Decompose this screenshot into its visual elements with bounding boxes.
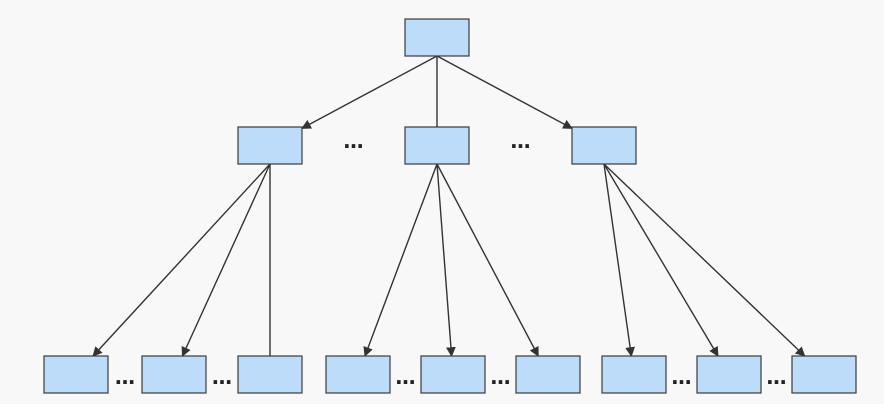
node-l2-a3 [237,355,303,394]
node-box [420,355,486,394]
node-l2-c2 [696,355,762,394]
node-box [696,355,762,394]
ellipsis-l1-left-l1-middle: … [344,129,364,153]
edge-l1-left-to-l2-a1 [92,163,271,357]
node-l2-a1 [43,355,109,394]
nodes [43,18,857,394]
edge-l1-middle-to-l2-b2 [436,163,456,357]
node-box [237,126,303,165]
node-l1-left [237,126,303,165]
node-l2-b3 [515,355,581,394]
ellipsis-l2-a2-l2-a3: … [212,365,232,389]
edge-l1-right-to-l2-c3 [603,163,806,357]
node-box [515,355,581,394]
node-box [571,126,637,165]
node-box [237,355,303,394]
node-box [141,355,207,394]
edge-l1-left-to-l2-a2 [181,163,271,357]
node-l1-right [571,126,637,165]
ellipsis-l2-b2-l2-b3: … [491,365,511,389]
edge-l1-middle-to-l2-b3 [436,163,539,357]
node-box [325,355,391,394]
node-box [601,355,667,394]
node-box [404,126,470,165]
ellipsis-l2-c1-l2-c2: … [672,365,692,389]
ellipsis-l2-c2-l2-c3: … [767,365,787,389]
node-l2-c3 [791,355,857,394]
edge-l1-right-to-l2-c2 [603,163,719,357]
node-root [404,18,470,57]
node-l2-a2 [141,355,207,394]
node-l2-b2 [420,355,486,394]
node-box [791,355,857,394]
ellipsis-l2-a1-l2-a2: … [115,365,135,389]
node-l2-b1 [325,355,391,394]
edge-root-to-l1-right [436,55,573,129]
ellipsis-l2-b1-l2-b2: … [396,365,416,389]
ellipsis-l1-middle-l1-right: … [511,129,531,153]
edge-l1-right-to-l2-c1 [603,163,635,357]
node-box [43,355,109,394]
node-l1-middle [404,126,470,165]
node-box [404,18,470,57]
node-l2-c1 [601,355,667,394]
edge-l1-middle-to-l2-b1 [363,163,438,357]
edges [92,55,806,376]
edge-root-to-l1-left [301,55,438,129]
ellipses: … … … … … … … … [115,129,787,389]
